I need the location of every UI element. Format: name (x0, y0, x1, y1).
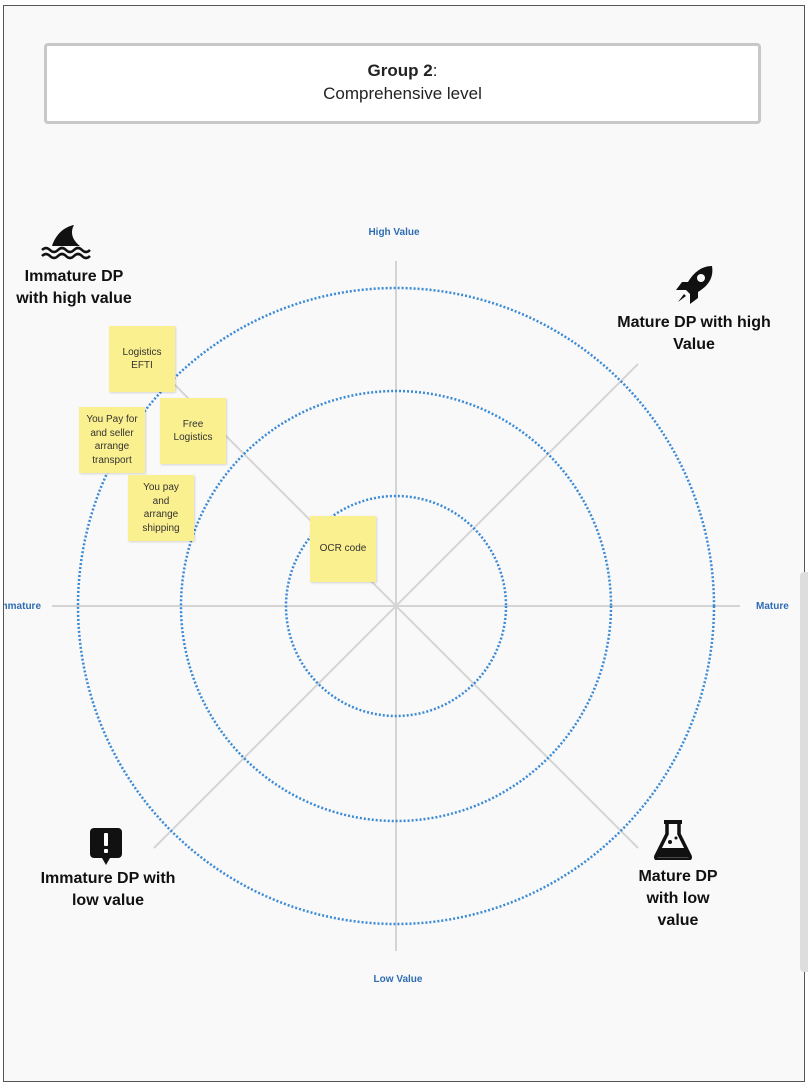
quadrant-label-bottom-right: Mature DP with low value (638, 868, 718, 929)
axis-label-left: Immature (4, 601, 41, 612)
axis-label-top: High Value (368, 227, 420, 238)
ring-outer (76, 286, 716, 926)
sticky-text: Logistics EFTI (122, 346, 162, 372)
sticky-note[interactable]: OCR code (310, 516, 376, 582)
title-heading: Group 2: (47, 61, 758, 81)
sticky-text: You pay and arrange shipping (142, 482, 180, 534)
sticky-text: OCR code (319, 543, 367, 555)
scrollbar[interactable] (800, 572, 808, 972)
canvas-board: Group 2: Comprehensive level High Value … (3, 5, 805, 1082)
sticky-text: Free Logistics (173, 418, 213, 444)
flask-icon (654, 820, 692, 865)
ring-middle (179, 389, 613, 823)
title-colon: : (432, 61, 438, 80)
title-subtitle: Comprehensive level (323, 84, 482, 103)
alert-icon (90, 828, 122, 871)
group-name: Group 2 (367, 61, 433, 80)
axis-label-right: Mature (756, 601, 789, 612)
quadrant-label-top-right: Mature DP with high Value (617, 314, 771, 353)
sticky-note[interactable]: You Pay for and seller arrange transport (79, 407, 145, 473)
sticky-note[interactable]: You pay and arrange shipping (128, 475, 194, 541)
sticky-note[interactable]: Logistics EFTI (109, 326, 175, 392)
radar-diagram: High Value Low Value Immature Mature (4, 227, 789, 985)
ring-inner (284, 494, 508, 718)
diagonal-axis-2 (153, 363, 639, 849)
quadrant-label-bottom-left: Immature DP with low value (40, 870, 176, 909)
rocket-icon (674, 264, 716, 311)
title-box[interactable]: Group 2: Comprehensive level (44, 43, 761, 124)
sticky-note[interactable]: Free Logistics (160, 398, 226, 464)
axis-label-bottom: Low Value (374, 974, 423, 985)
quadrant-label-top-left: Immature DP with high value (16, 268, 132, 307)
sticky-text: You Pay for and seller arrange transport (86, 414, 138, 466)
shark-fin-icon (38, 224, 94, 265)
